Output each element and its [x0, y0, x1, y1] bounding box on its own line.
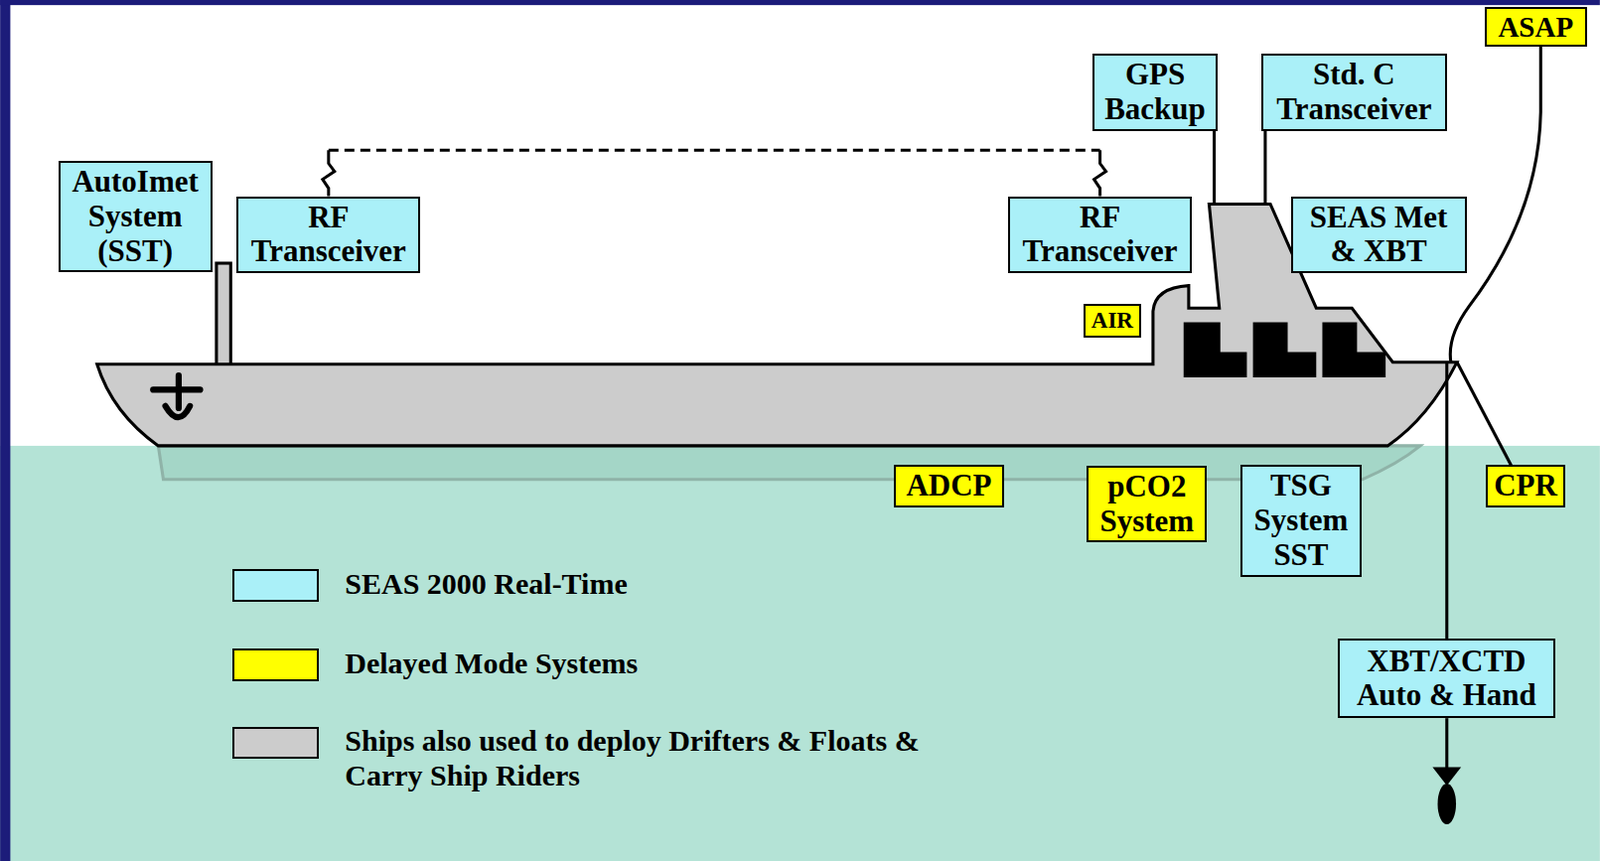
probe-body — [1438, 783, 1456, 825]
tow-line — [1456, 362, 1512, 468]
frame-left — [0, 0, 10, 861]
box-label: AIR — [1091, 307, 1134, 334]
antenna-lead — [1212, 130, 1216, 204]
frame-top — [0, 0, 1600, 5]
probe-wire — [1445, 362, 1449, 639]
legend-text: Delayed Mode Systems — [344, 646, 638, 682]
container — [1321, 322, 1386, 378]
legend-swatch — [232, 648, 318, 682]
legend-swatch — [232, 569, 318, 602]
instrument-box: ADCP — [893, 464, 1005, 508]
mast — [216, 263, 231, 366]
box-label: CPR — [1493, 468, 1558, 504]
instrument-box: AIR — [1083, 303, 1142, 338]
legend-text: SEAS 2000 Real-Time — [344, 567, 627, 602]
instrument-box: TSG System SST — [1240, 464, 1361, 577]
box-label: SEAS Met & XBT — [1298, 200, 1460, 270]
box-label: AutoImet System (SST) — [65, 164, 206, 269]
box-label: XBT/XCTD Auto & Hand — [1344, 644, 1549, 714]
instrument-box: XBT/XCTD Auto & Hand — [1337, 638, 1556, 719]
link-lead — [322, 149, 1107, 196]
instrument-box: SEAS Met & XBT — [1291, 196, 1467, 274]
instrument-box: CPR — [1485, 464, 1566, 508]
box-label: ASAP — [1497, 10, 1574, 43]
probe-fin — [1432, 766, 1461, 785]
link-dashed — [328, 148, 1101, 152]
instrument-box: Std. C Transceiver — [1261, 53, 1448, 131]
box-label: ADCP — [905, 468, 992, 504]
legend-swatch — [232, 727, 318, 760]
hull-underwater — [157, 445, 1421, 480]
box-label: TSG System SST — [1247, 468, 1354, 573]
instrument-box: ASAP — [1484, 6, 1588, 47]
box-label: pCO2 System — [1093, 469, 1200, 539]
container — [1183, 322, 1248, 378]
radio-link — [322, 149, 1107, 196]
box-label: GPS Backup — [1099, 57, 1210, 127]
instrument-box: pCO2 System — [1086, 465, 1207, 543]
box-label: RF Transceiver — [1015, 200, 1185, 270]
box-label: RF Transceiver — [243, 200, 414, 270]
instrument-box: RF Transceiver — [1008, 196, 1192, 274]
instrument-box: AutoImet System (SST) — [58, 160, 213, 273]
antenna-lead — [1263, 130, 1267, 204]
container — [1253, 322, 1317, 378]
instrument-box: GPS Backup — [1092, 53, 1217, 131]
instrument-box: RF Transceiver — [236, 196, 421, 274]
water — [0, 445, 1600, 861]
box-label: Std. C Transceiver — [1268, 57, 1441, 127]
legend-text: Ships also used to deploy Drifters & Flo… — [344, 724, 981, 793]
anchor-symbol — [152, 375, 200, 418]
